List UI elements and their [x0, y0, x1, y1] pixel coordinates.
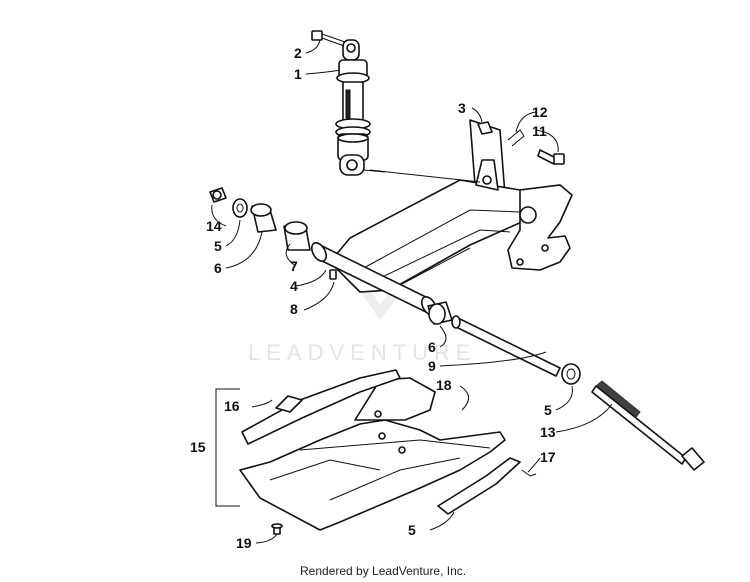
callout-2: 2 [294, 45, 302, 61]
callout-7: 7 [290, 258, 298, 274]
nut-3 [477, 121, 493, 135]
group-bracket [215, 388, 240, 507]
cross-tube [310, 242, 438, 316]
callout-11: 12 [532, 104, 548, 120]
washer-left [232, 198, 248, 218]
callout-14: 15 [190, 439, 206, 455]
callout-6-left: 6 [214, 260, 222, 276]
callout-18: 18 [436, 377, 452, 393]
callout-8: 8 [290, 301, 298, 317]
shock-absorber [335, 39, 386, 176]
long-bolt [591, 380, 705, 471]
nut-left [209, 187, 227, 203]
slide-rail-frame [239, 377, 506, 531]
shock-bolt [311, 30, 346, 47]
callout-6-right: 6 [428, 339, 436, 355]
bushing-center [283, 221, 311, 251]
callout-10: 11 [532, 123, 547, 139]
callout-5-right: 5 [544, 402, 552, 418]
bushing-left [250, 203, 277, 233]
wear-strip-16 [437, 457, 521, 515]
pivot-shaft [451, 315, 561, 377]
upper-guide-15 [241, 369, 401, 445]
callout-5-left: 5 [214, 238, 222, 254]
callout-17: 17 [540, 449, 556, 465]
swing-arm [329, 119, 573, 293]
bushing-right [427, 301, 453, 325]
watermark-text: LEADVENTURE [248, 340, 477, 365]
callout-12: 13 [540, 424, 556, 440]
callout-1: 1 [294, 66, 302, 82]
footer-credit: Rendered by LeadVenture, Inc. [300, 564, 466, 578]
rivet-19 [271, 523, 283, 535]
callout-3: 3 [458, 100, 466, 116]
clip-11 [507, 129, 525, 147]
callout-4: 4 [290, 278, 298, 294]
fastener-17 [521, 469, 537, 477]
callout-labels: 2 1 3 12 11 14 5 6 7 4 8 6 9 5 13 18 16 … [190, 45, 556, 551]
callout-19: 19 [236, 535, 252, 551]
leader-lines [211, 39, 613, 544]
callout-15: 16 [224, 398, 240, 414]
grease-fitting [329, 269, 337, 280]
callout-9: 9 [428, 358, 436, 374]
bolt-10 [537, 149, 565, 165]
washer-right [561, 363, 581, 385]
callout-13: 14 [206, 218, 222, 234]
callout-16: 5 [408, 522, 416, 538]
